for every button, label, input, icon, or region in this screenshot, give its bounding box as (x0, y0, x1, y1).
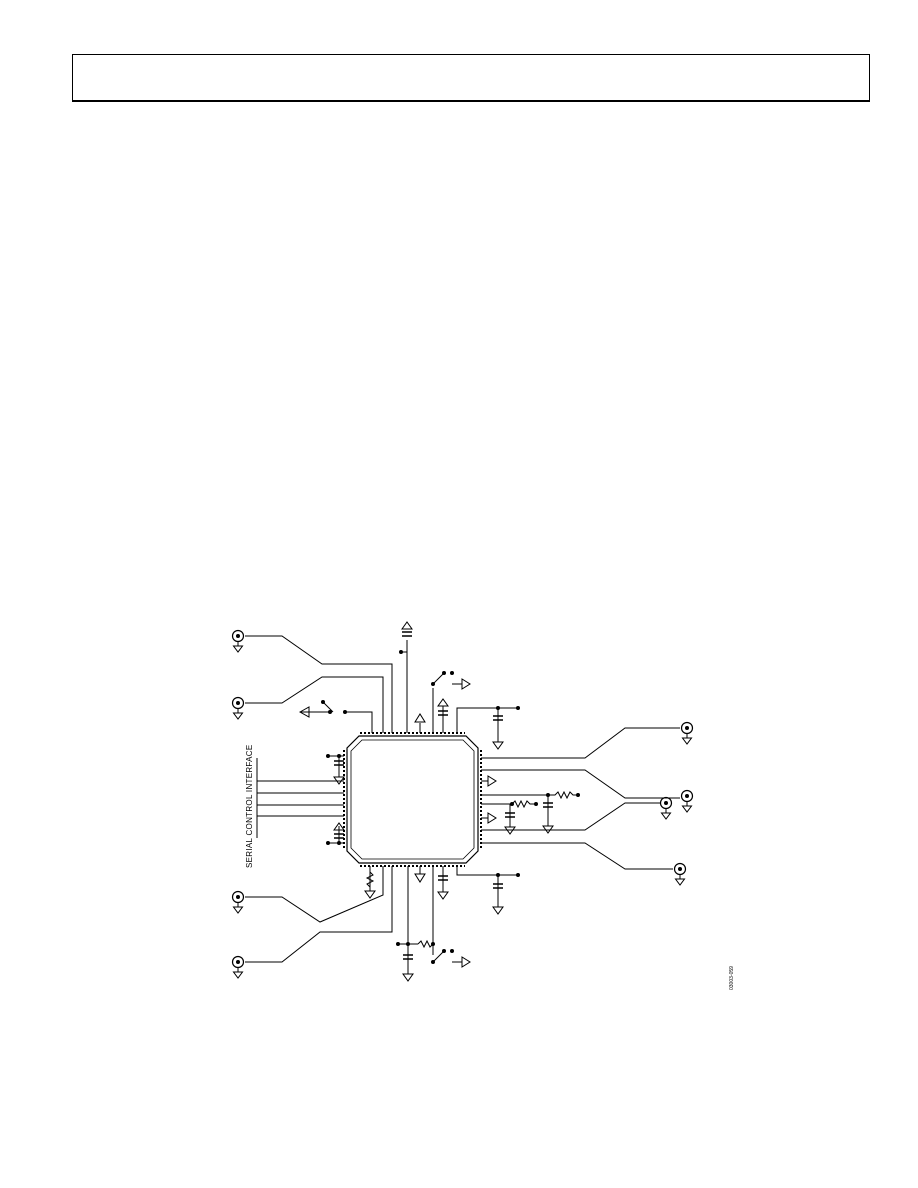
junction-dots (321, 650, 580, 964)
schematic-wiring (245, 621, 680, 970)
header-box (72, 54, 870, 102)
ground-symbols (333, 737, 554, 982)
figure-id-label: 03003-059 (729, 966, 735, 990)
serial-control-interface-label: SERIAL CONTROL INTERFACE (245, 744, 254, 868)
